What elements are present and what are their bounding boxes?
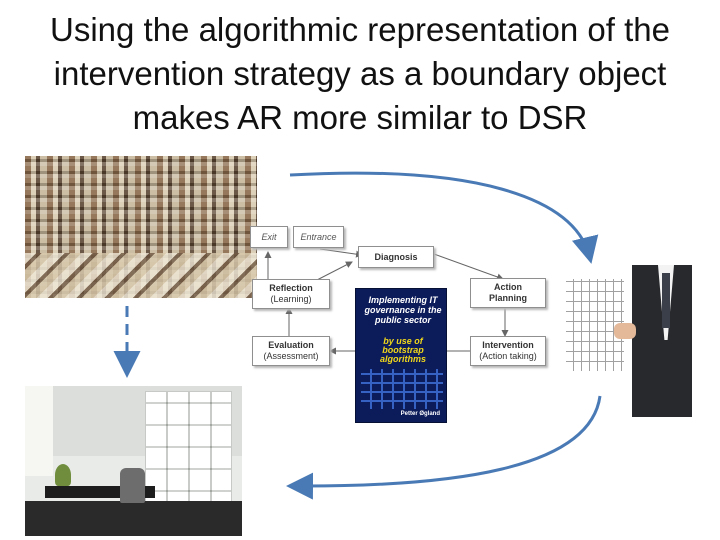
reflection-box: Reflection (Learning) <box>252 279 330 309</box>
book-cover: Implementing IT governance in the public… <box>355 288 447 423</box>
intervention-title: Intervention <box>471 340 545 351</box>
entrance-to-diagnosis-arrow <box>320 249 362 255</box>
reflection-sub: (Learning) <box>253 294 329 305</box>
reflection-title: Reflection <box>253 283 329 294</box>
intervention-sub: (Action taking) <box>471 351 545 362</box>
action-planning-title: Action <box>471 282 545 293</box>
book-subtitle: by use of bootstrap algorithms <box>362 337 444 364</box>
diagnosis-box: Diagnosis <box>358 246 434 268</box>
exit-label: Exit <box>251 232 287 243</box>
evaluation-title: Evaluation <box>253 340 329 351</box>
evaluation-sub: (Assessment) <box>253 351 329 362</box>
reflection-to-diagnosis-arrow <box>317 262 352 280</box>
entrance-box: Entrance <box>293 226 344 248</box>
book-title: Implementing IT governance in the public… <box>362 295 444 325</box>
action-planning-sub: Planning <box>471 293 545 304</box>
diagnosis-to-planning-arrow <box>434 254 503 279</box>
book-author: Petter Øgland <box>401 411 440 417</box>
diagnosis-label: Diagnosis <box>359 252 433 263</box>
intervention-box: Intervention (Action taking) <box>470 336 546 366</box>
book-maze-graphic <box>361 369 443 409</box>
exit-box: Exit <box>250 226 288 248</box>
entrance-label: Entrance <box>294 232 343 243</box>
action-planning-box: Action Planning <box>470 278 546 308</box>
evaluation-box: Evaluation (Assessment) <box>252 336 330 366</box>
